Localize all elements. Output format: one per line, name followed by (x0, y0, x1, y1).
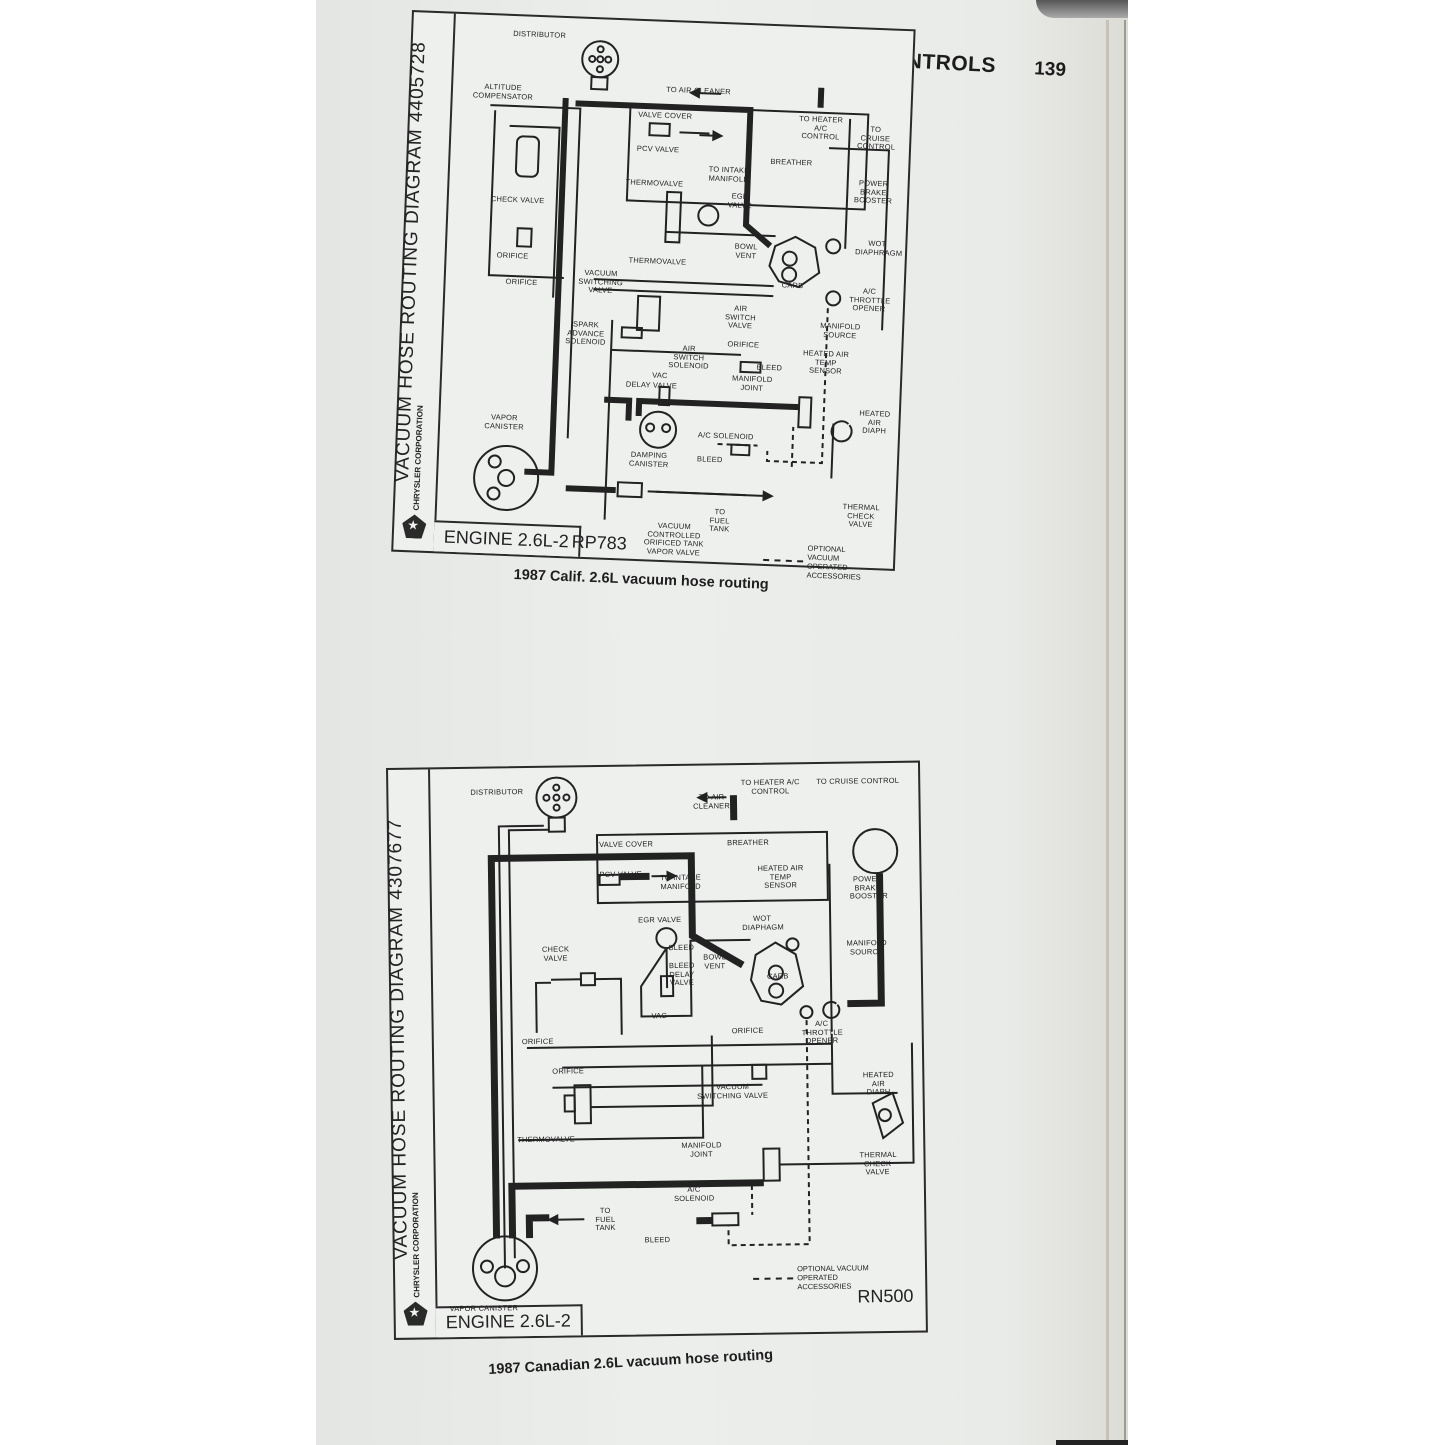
label-thermal-check-valve: THERMAL CHECK VALVE (859, 1149, 897, 1177)
label-heated-air-diaph: HEATED AIR DIAPH (859, 408, 891, 436)
label-damping-canister: DAMPING CANISTER (628, 449, 669, 469)
label-pcv-valve: PCV VALVE (599, 869, 642, 880)
label-ac-solenoid: A/C SOLENOID (673, 1184, 715, 1203)
label-distributor: DISTRIBUTOR (470, 787, 524, 797)
label-to-fuel-tank: TO FUEL TANK (595, 1205, 616, 1233)
label-valve-cover: VALVE COVER (599, 839, 654, 850)
label-egr-valve: EGR VALVE (638, 914, 682, 925)
label-bleed: BLEED (696, 454, 723, 465)
chrysler-logo: CHRYSLER CORPORATION (399, 1192, 432, 1325)
label-orifice: ORIFICE (552, 1066, 585, 1076)
dashed-line-icon (753, 1276, 794, 1280)
label-thermovalve: THERMOVALVE (517, 1134, 576, 1145)
label-bleed: BLEED (644, 1235, 671, 1245)
label-breather: BREATHER (727, 837, 770, 848)
hose-routing-lines (471, 776, 915, 1302)
label-wot-diaphragm: WOT DIAPHRAGM (854, 238, 903, 258)
page-shadow (1056, 1440, 1128, 1445)
label-air-switch-valve: AIR SWITCH VALVE (724, 303, 757, 331)
label-heated-air-diaph: HEATED AIR DIAPH (862, 1069, 894, 1097)
label-vapor-canister: VAPOR CANISTER (484, 412, 525, 432)
label-to-heater-ac-control: TO HEATER A/C CONTROL (798, 113, 844, 142)
label-bowl-vent: BOWL VENT (734, 241, 758, 261)
label-to-cruise-control: TO CRUISE CONTROL (856, 124, 896, 152)
label-bleed-delay-valve: BLEED DELAY VALVE (668, 960, 695, 988)
label-altitude-compensator: ALTITUDE COMPENSATOR (472, 81, 534, 102)
label-pcv-valve: PCV VALVE (636, 143, 680, 155)
label-ac-throttle-opener: A/C THROTTLE OPENER (801, 1018, 843, 1046)
brand-name: CHRYSLER CORPORATION (410, 1192, 422, 1298)
hose-routing-lines (473, 40, 890, 520)
label-vapor-canister: VAPOR CANISTER (449, 1303, 519, 1314)
label-vac: VAC (651, 370, 668, 381)
label-manifold-joint: MANIFOLD JOINT (681, 1140, 722, 1159)
label-thermal-check-valve: THERMAL CHECK VALVE (842, 501, 881, 530)
label-wot-diaphagm: WOT DIAPHAGM (742, 913, 784, 932)
diagram-code: RP783 (571, 531, 628, 554)
pentastar-icon (403, 1301, 427, 1325)
label-heated-air-temp-sensor: HEATED AIR TEMP SENSOR (802, 348, 850, 377)
label-vac: VAC (651, 1011, 668, 1021)
page-shadow (1036, 0, 1128, 18)
chrysler-logo: CHRYSLER CORPORATION (398, 405, 433, 539)
label-bleed: BLEED (756, 362, 783, 373)
label-carb: CARB (766, 971, 789, 981)
label-to-intake-manifold: TO INTAKE MANIFOLD (708, 164, 750, 184)
page-edge (1124, 20, 1126, 1445)
label-ac-throttle-opener: A/C THROTTLE OPENER (849, 286, 891, 314)
label-vacuum-switching-valve: VACUUM SWITCHING VALVE (578, 267, 624, 296)
legend-optional-vacuum: OPTIONAL VACUUM OPERATED ACCESSORIES (753, 1263, 877, 1292)
label-power-brake-booster: POWER BRAKE BOOSTER (849, 874, 888, 901)
vacuum-diagram-california: VACUUM HOSE ROUTING DIAGRAM 4405728 CHRY… (391, 10, 916, 582)
label-to-heater-ac-control: TO HEATER A/C CONTROL (740, 777, 800, 796)
pentastar-icon (402, 514, 427, 539)
label-carb: CARB (781, 280, 804, 291)
label-orifice: ORIFICE (505, 276, 538, 288)
label-manifold-source: MANIFOLD SOURCE (820, 320, 861, 340)
label-orifice: ORIFICE (496, 250, 529, 261)
label-bowl-vent: BOWL VENT (703, 952, 727, 971)
label-orifice: ORIFICE (727, 339, 760, 350)
label-check-valve: CHECK VALVE (541, 944, 570, 963)
label-tank-vapor-valve: VACUUM CONTROLLED ORIFICED TANK VAPOR VA… (643, 520, 704, 558)
engine-label: ENGINE 2.6L-2 (433, 520, 582, 557)
label-orifice: ORIFICE (521, 1036, 554, 1047)
legend-optional-vacuum: OPTIONAL VACUUM OPERATED ACCESSORIES (762, 542, 877, 582)
dashed-line-icon (763, 558, 804, 563)
label-bleed: BLEED (668, 942, 695, 953)
label-egr-valve: EGR VALVE (727, 191, 752, 210)
page-number: 139 (1033, 58, 1067, 81)
vacuum-diagram-canadian: VACUUM HOSE ROUTING DIAGRAM 4307677 CHRY… (385, 760, 928, 1340)
label-manifold-joint: MANIFOLD JOINT (731, 373, 773, 393)
label-to-air-cleaner: TO AIR CLEANER (693, 792, 731, 811)
label-breather: BREATHER (770, 156, 813, 168)
label-spark-advance-solenoid: SPARK ADVANCE SOLENOID (565, 319, 606, 347)
label-orifice: ORIFICE (731, 1025, 764, 1036)
page-edge (1106, 20, 1109, 1445)
label-air-switch-solenoid: AIR SWITCH SOLENOID (668, 343, 709, 371)
label-power-brake-booster: POWER BRAKE BOOSTER (853, 178, 893, 206)
label-heated-air-temp-sensor: HEATED AIR TEMP SENSOR (757, 863, 804, 890)
label-to-intake-manifold: TO INTAKE MANIFOLD (660, 872, 701, 891)
label-vacuum-switching-valve: VACUUM SWITCHING VALVE (696, 1081, 769, 1101)
label-to-cruise-control: TO CRUISE CONTROL (816, 775, 900, 786)
label-manifold-source: MANIFOLD SOURCE (846, 938, 887, 957)
